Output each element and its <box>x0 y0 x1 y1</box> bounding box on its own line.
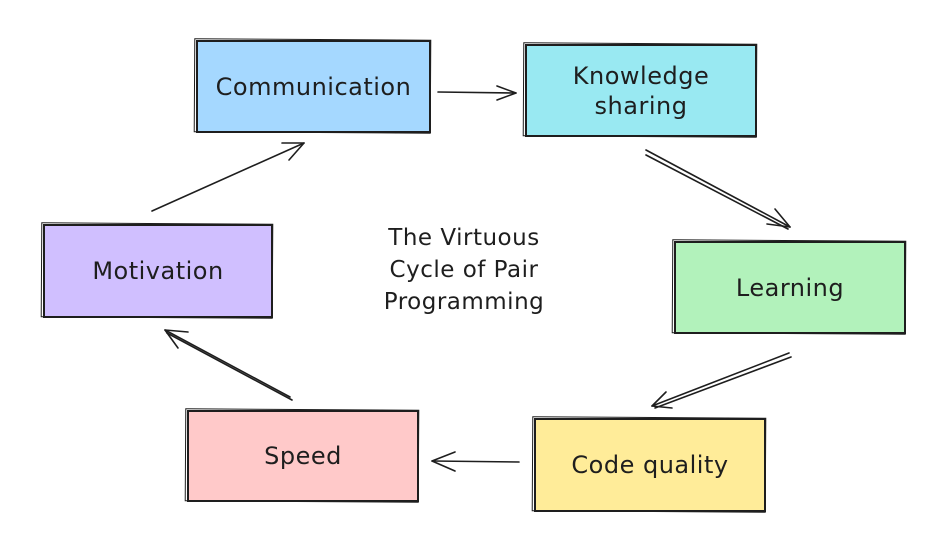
arrow-communication-to-knowledge <box>437 85 517 101</box>
node-learning: Learning <box>674 241 906 334</box>
arrow-speed-to-motivation <box>164 329 293 401</box>
node-code-quality: Code quality <box>534 418 766 512</box>
arrow-knowledge-to-learning <box>645 149 791 230</box>
arrow-learning-to-code-quality <box>651 352 792 409</box>
node-speed: Speed <box>187 410 419 502</box>
node-communication: Communication <box>196 40 431 133</box>
arrow-code-quality-to-speed <box>431 451 520 472</box>
node-motivation: Motivation <box>43 224 273 318</box>
arrow-motivation-to-communication <box>151 142 305 212</box>
node-knowledge-sharing: Knowledge sharing <box>525 44 757 137</box>
diagram-title: The Virtuous Cycle of Pair Programming <box>383 225 545 315</box>
